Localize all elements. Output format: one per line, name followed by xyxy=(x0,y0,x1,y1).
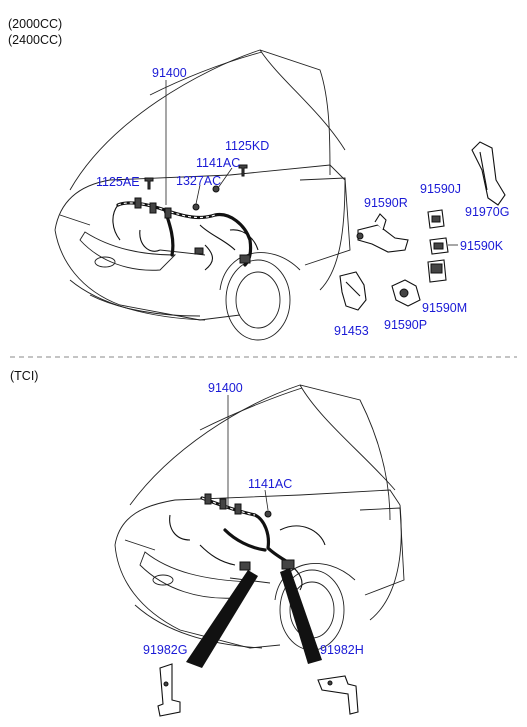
label-1125AE: 1125AE xyxy=(96,175,140,189)
fastener-1125KD xyxy=(238,164,248,177)
part-91590M xyxy=(427,259,447,283)
part-91590K xyxy=(429,237,449,255)
label-91590J: 91590J xyxy=(420,182,461,196)
leader-1141AC-bottom xyxy=(264,489,269,511)
part-91982G-bracket xyxy=(157,663,181,717)
label-91590P: 91590P xyxy=(384,318,427,332)
car-illustration-top xyxy=(54,49,351,341)
label-1141AC-bottom: 1141AC xyxy=(248,477,292,491)
label-91982G: 91982G xyxy=(143,643,187,657)
callout-wedge-91982G xyxy=(186,570,258,668)
wiring-harness-bottom xyxy=(169,493,326,591)
part-91982H-bracket xyxy=(317,675,359,715)
leader-1141AC-top xyxy=(217,167,233,189)
label-91400-bottom: 91400 xyxy=(208,381,243,395)
label-1327AC: 1327AC xyxy=(176,174,221,188)
label-91453: 91453 xyxy=(334,324,369,338)
part-91590R xyxy=(356,213,409,253)
label-91400-top: 91400 xyxy=(152,66,187,80)
part-91590J xyxy=(427,209,445,229)
label-91590M: 91590M xyxy=(422,301,467,315)
fastener-1125AE xyxy=(144,177,154,190)
part-91453 xyxy=(339,271,367,311)
callout-wedge-91982H xyxy=(280,568,322,664)
header-tci: (TCI) xyxy=(10,369,38,383)
label-91590K: 91590K xyxy=(460,239,504,253)
header-2000cc: (2000CC) xyxy=(8,17,62,31)
part-91590P xyxy=(391,279,421,307)
label-91970G: 91970G xyxy=(465,205,509,219)
label-1125KD: 1125KD xyxy=(225,139,269,153)
label-91590R: 91590R xyxy=(364,196,408,210)
label-91982H: 91982H xyxy=(320,643,364,657)
label-1141AC-top: 1141AC xyxy=(196,156,240,170)
car-illustration-bottom xyxy=(114,384,405,651)
part-91970G xyxy=(471,141,506,206)
wiring-harness-top xyxy=(112,185,259,271)
header-2400cc: (2400CC) xyxy=(8,33,62,47)
leader-1327AC xyxy=(195,184,201,205)
